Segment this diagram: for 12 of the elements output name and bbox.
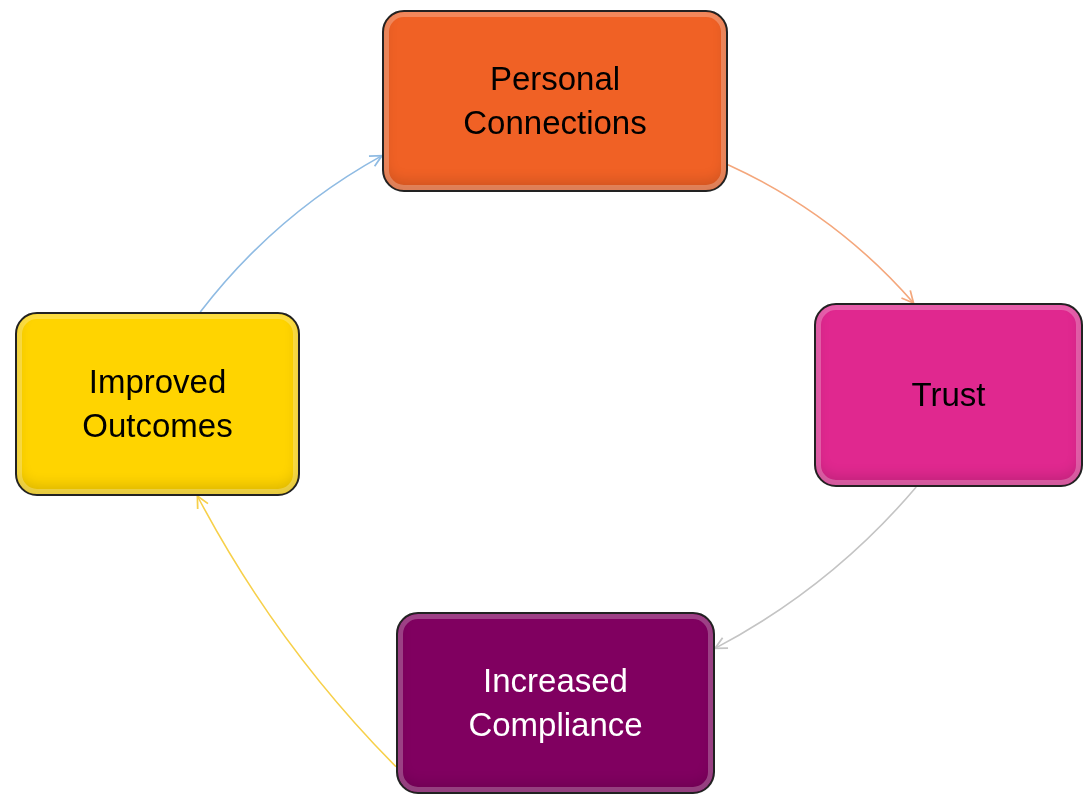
- arrow: [199, 154, 383, 313]
- arrow: [714, 486, 917, 650]
- arrow: [727, 163, 915, 304]
- box-label: Trust: [910, 375, 987, 416]
- process-box: [382, 10, 728, 192]
- process-box: [15, 312, 300, 496]
- box-label: Personal Connections: [462, 59, 648, 143]
- box-label: Improved Outcomes: [81, 362, 234, 446]
- process-box: [814, 303, 1083, 487]
- process-box: [396, 612, 715, 794]
- box-label: Increased Compliance: [467, 661, 644, 745]
- arrow: [196, 495, 397, 768]
